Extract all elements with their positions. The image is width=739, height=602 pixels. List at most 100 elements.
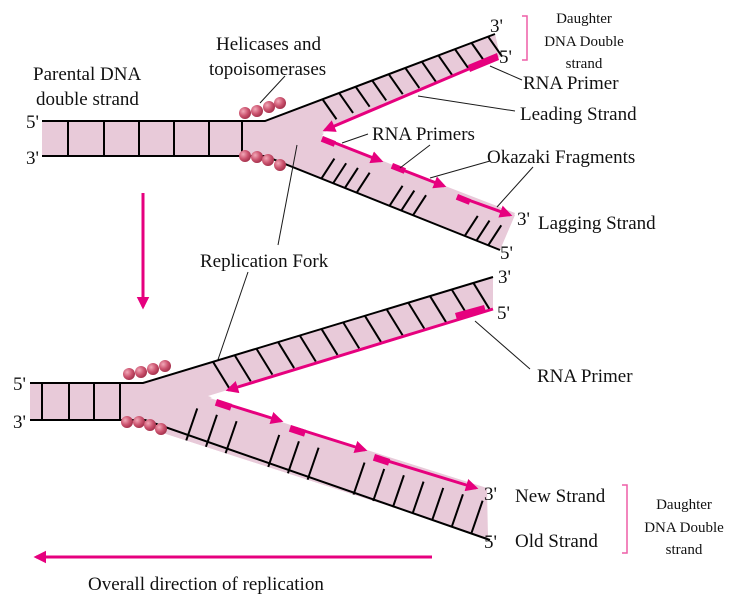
- bottom-okazaki-fragment-1: [219, 400, 284, 425]
- leader-fork-top: [277, 144, 298, 246]
- leader-bottom-rna-primer: [474, 320, 531, 370]
- base-pair-rung: [454, 48, 470, 70]
- base-pair-rung: [255, 348, 274, 376]
- top-lagging-rungs: [320, 158, 503, 246]
- top-lagging-3prime: 3': [517, 209, 530, 230]
- top-daughter-label-line3: strand: [566, 56, 603, 72]
- base-pair-rung: [277, 341, 295, 369]
- base-pair-rung: [431, 487, 445, 521]
- enzyme-bead: [274, 159, 286, 171]
- leader-rna-primers-a: [341, 133, 369, 144]
- base-pair-rung: [400, 189, 416, 212]
- top-rna-primer-label: RNA Primer: [523, 73, 619, 94]
- bottom-fork: 5' 3' 3' 5' RNA Primer 3' 5' New Strand …: [13, 267, 724, 558]
- bottom-leading-3prime: 3': [498, 267, 511, 288]
- base-pair-rung: [388, 185, 404, 207]
- base-pair-rung: [354, 86, 371, 108]
- base-pair-rung: [411, 481, 425, 514]
- base-pair-rung: [204, 414, 218, 448]
- enzymes-label-line1: Helicases and: [216, 34, 321, 55]
- parental-label-line2: double strand: [36, 89, 139, 110]
- base-pair-rung: [387, 73, 404, 95]
- top-fork: Parental DNA double strand 5' 3' Helicas…: [26, 11, 656, 264]
- leader-rna-primers-b: [399, 144, 431, 169]
- leader-okazaki-b: [496, 166, 534, 208]
- base-pair-rung: [371, 79, 387, 102]
- base-pair-rung: [338, 92, 354, 114]
- base-pair-rung: [298, 334, 317, 363]
- enzyme-bead: [262, 154, 274, 166]
- top-fork-gap: [322, 60, 520, 212]
- enzyme-bead: [121, 416, 133, 428]
- enzyme-bead: [263, 101, 275, 113]
- bottom-lagging-rungs: [185, 408, 484, 534]
- bottom-daughter-bracket: [622, 484, 628, 554]
- leader-enzymes: [259, 75, 286, 104]
- base-pair-rung: [372, 468, 386, 502]
- top-parental-5prime-edge: [42, 33, 496, 122]
- bottom-leading-rna-primer: [455, 305, 486, 320]
- top-leading-strand: [322, 55, 498, 132]
- base-pair-rung: [342, 321, 361, 349]
- top-okazaki-fragments: [320, 136, 513, 218]
- enzyme-bead: [135, 366, 147, 378]
- enzyme-bead: [147, 363, 159, 375]
- lagging-strand-label: Lagging Strand: [538, 213, 656, 234]
- top-daughter-label-line2: DNA Double: [544, 34, 624, 50]
- leader-top-rna-primer: [489, 65, 523, 81]
- bottom-okazaki-fragments: [214, 399, 479, 492]
- base-pair-rung: [463, 215, 479, 237]
- bottom-rna-primer-label: RNA Primer: [537, 366, 633, 387]
- okazaki-fragments-label: Okazaki Fragments: [487, 147, 635, 168]
- enzyme-bead: [123, 368, 135, 380]
- enzyme-bead: [144, 419, 156, 431]
- bottom-lagging-3prime: 3': [484, 484, 497, 505]
- top-daughter-bracket: [522, 15, 528, 61]
- rna-primers-label: RNA Primers: [372, 124, 475, 145]
- bottom-okazaki-primer-2: [288, 425, 307, 437]
- bottom-parental-5prime: 5': [13, 374, 26, 395]
- bottom-leading-strand: [225, 307, 494, 394]
- bottom-daughter-label-line2: DNA Double: [644, 520, 724, 536]
- base-pair-rung: [404, 67, 421, 89]
- bottom-parental-5prime-edge: [30, 276, 494, 384]
- enzyme-bead: [239, 150, 251, 162]
- base-pair-rung: [267, 434, 281, 468]
- enzyme-bead: [239, 107, 251, 119]
- bottom-lagging-5prime: 5': [484, 532, 497, 553]
- base-pair-rung: [470, 500, 484, 534]
- bottom-daughter-label-line1: Daughter: [656, 497, 712, 513]
- base-pair-rung: [437, 54, 454, 76]
- bottom-fork-gap: [208, 309, 493, 490]
- new-strand-label: New Strand: [515, 486, 606, 507]
- base-pair-rung: [355, 172, 371, 194]
- overall-direction-label: Overall direction of replication: [88, 574, 324, 595]
- enzyme-bead: [251, 105, 263, 117]
- bottom-okazaki-fragment-3: [377, 456, 479, 492]
- leader-okazaki-a: [429, 160, 491, 179]
- base-pair-rung: [475, 220, 491, 242]
- top-helicase-enzymes: [239, 97, 286, 171]
- top-leading-3prime: 3': [490, 16, 503, 37]
- enzyme-bead: [133, 416, 145, 428]
- base-pair-rung: [450, 494, 464, 527]
- enzymes-label-line2: topoisomerases: [209, 59, 326, 80]
- bottom-helicase-enzymes: [121, 360, 171, 435]
- bottom-daughter-label-line3: strand: [666, 542, 703, 558]
- top-leading-5prime: 5': [499, 47, 512, 68]
- top-parental-rungs: [67, 121, 243, 156]
- bottom-okazaki-primer-1: [214, 399, 233, 411]
- bottom-lower-arm-fill: [160, 401, 488, 538]
- base-pair-rung: [320, 328, 339, 356]
- base-pair-rung: [472, 282, 491, 310]
- base-pair-rung: [407, 302, 426, 330]
- base-pair-rung: [385, 308, 404, 336]
- base-pair-rung: [224, 420, 238, 454]
- bottom-okazaki-fragment-2: [294, 426, 368, 453]
- top-leading-rna-primer: [468, 53, 499, 72]
- top-lagging-5prime: 5': [500, 243, 513, 264]
- top-parental-3prime: 3': [26, 148, 39, 169]
- base-pair-rung: [185, 408, 199, 441]
- bottom-leading-rungs: [212, 282, 491, 389]
